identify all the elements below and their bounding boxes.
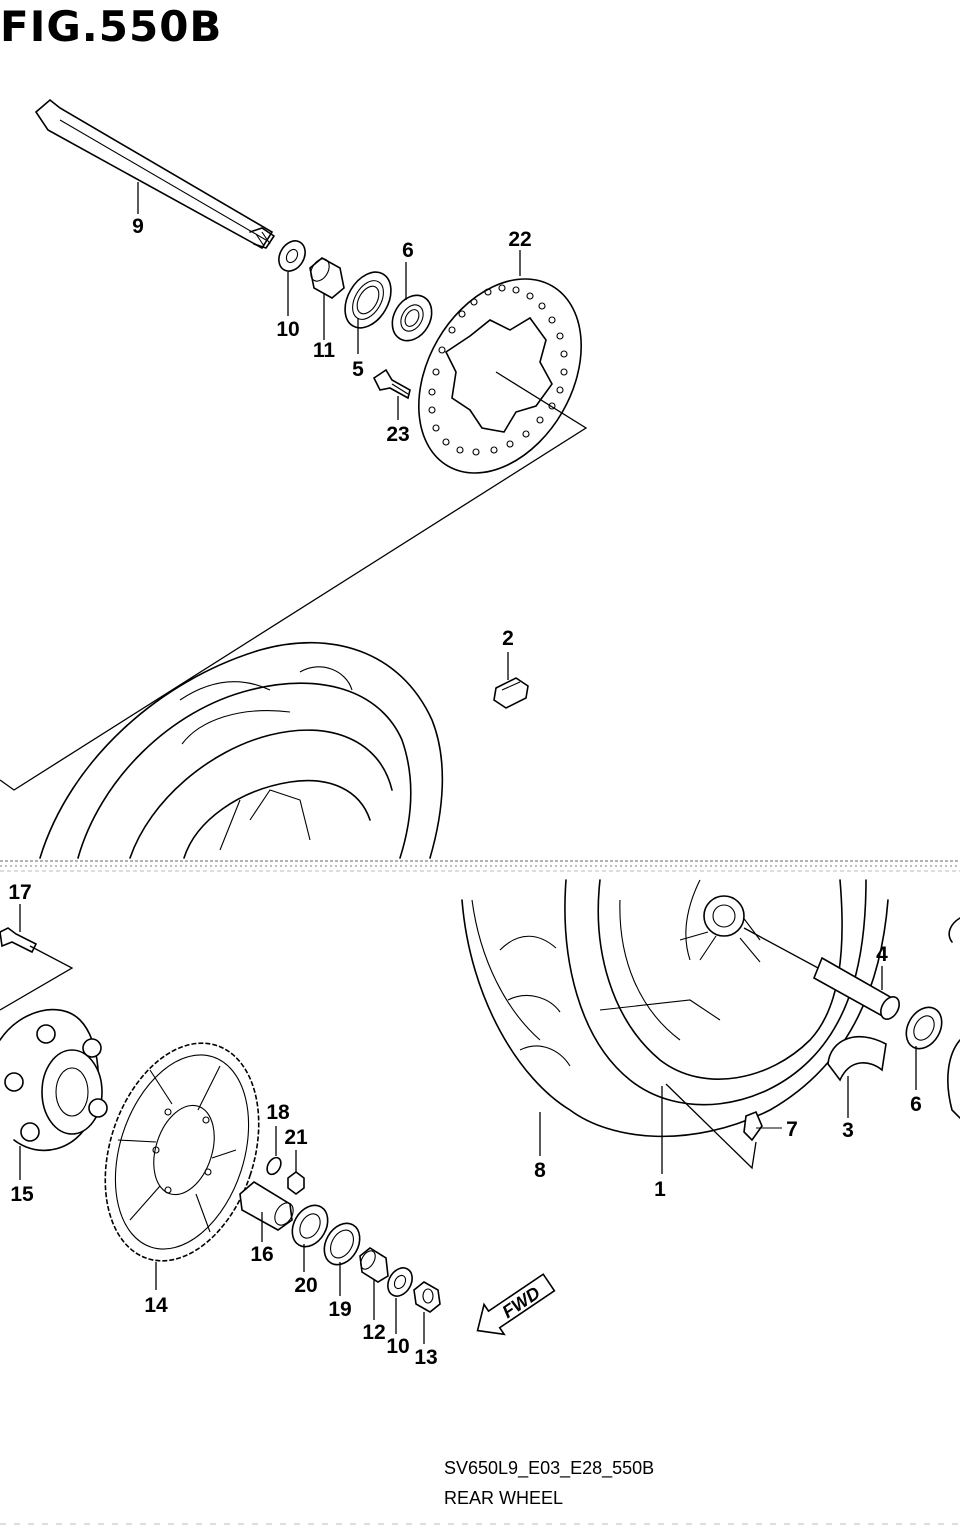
diagram-caption: REAR WHEEL: [444, 1488, 564, 1508]
callout-17: 17: [8, 881, 31, 904]
callout-6-top: 6: [402, 239, 414, 262]
rear-tire-part-8: [471, 899, 571, 1067]
callout-13: 13: [414, 1346, 437, 1369]
bearing-part-6-right: [905, 1006, 943, 1050]
figure-title: FIG.550B: [0, 2, 223, 51]
fwd-direction-arrow: FWD: [476, 1273, 556, 1336]
callout-9: 9: [132, 215, 144, 238]
callout-18: 18: [266, 1101, 290, 1124]
callout-labels: 9 10 11 5 6 23 22 2 17 4 6 3 7 8 1 18 21…: [8, 215, 922, 1369]
callout-14: 14: [144, 1294, 168, 1317]
rear-wheel-part-1: [461, 879, 889, 1138]
sprocket-drum-part-15: [0, 1008, 108, 1152]
rear-sprocket-part-14: [104, 1042, 260, 1262]
projection-line: [0, 371, 588, 791]
callout-4: 4: [876, 943, 888, 966]
callout-7: 7: [786, 1118, 798, 1141]
partial-part-edge: [947, 917, 960, 1119]
callout-10-bottom: 10: [386, 1335, 409, 1358]
axle-part-9: [34, 98, 275, 250]
callout-16: 16: [250, 1243, 273, 1266]
disc-bolt-part-23: [372, 368, 411, 400]
washer-part-10: [278, 240, 306, 272]
callout-19: 19: [328, 1298, 351, 1321]
washer-part-10-bottom: [387, 1267, 413, 1297]
brake-disc-part-22: [418, 278, 582, 474]
callout-8: 8: [534, 1159, 546, 1182]
valve-part-7: [743, 1110, 782, 1142]
callout-2: 2: [502, 627, 514, 650]
damper-part-3: [827, 1035, 887, 1082]
callout-3: 3: [842, 1119, 854, 1142]
spacer-part-12: [359, 1247, 389, 1283]
callout-22: 22: [508, 228, 531, 251]
bearing-part-20: [291, 1204, 329, 1248]
callout-21: 21: [284, 1126, 308, 1149]
callout-10-top: 10: [276, 318, 299, 341]
spacer-part-4: [812, 956, 900, 1020]
washer-part-18: [266, 1156, 282, 1176]
spacer-part-16: [239, 1181, 294, 1231]
bearing-part-6-top: [391, 294, 433, 342]
nut-part-21: [287, 1171, 305, 1195]
callout-12: 12: [362, 1321, 385, 1344]
callout-6-right: 6: [910, 1093, 922, 1116]
callout-23: 23: [386, 423, 409, 446]
callout-11: 11: [313, 339, 336, 362]
callout-5: 5: [352, 358, 364, 381]
callout-15: 15: [10, 1183, 34, 1206]
spacer-part-11: [309, 257, 345, 299]
stud-bolt-part-17: [0, 927, 38, 954]
rear-tire-top-view: [39, 641, 444, 859]
callout-20: 20: [294, 1274, 317, 1297]
balancer-weight-part-2: [493, 677, 529, 709]
oil-seal-part-19: [323, 1222, 361, 1266]
callout-1: 1: [654, 1178, 666, 1201]
drawing-code: SV650L9_E03_E28_550B: [444, 1458, 655, 1478]
section-break-line: [0, 860, 960, 872]
oil-seal-part-5: [344, 271, 392, 329]
axle-nut-part-13: [413, 1281, 441, 1313]
